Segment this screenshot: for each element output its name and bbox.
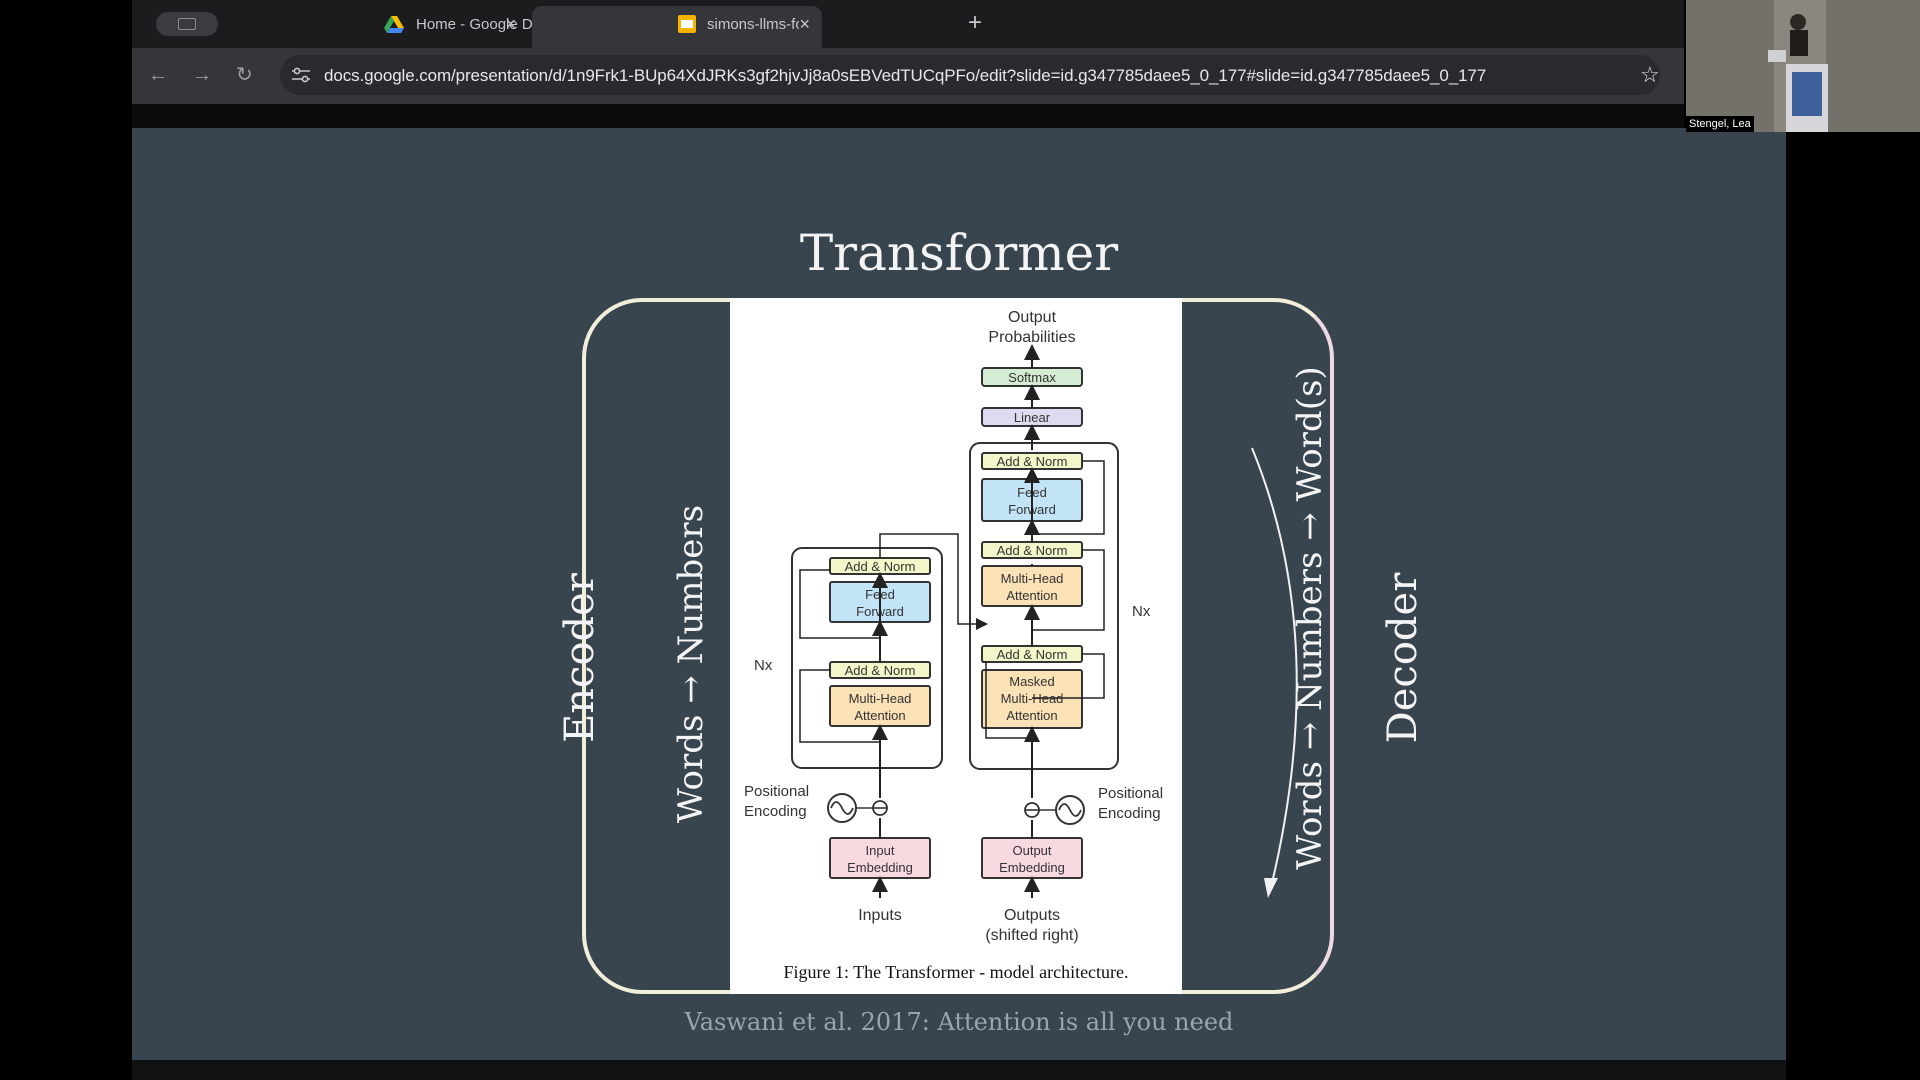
outputs-label: Outputs	[1004, 907, 1060, 924]
tab-google-drive[interactable]: Home - Google Drive ×	[244, 6, 557, 48]
google-slides-icon	[678, 15, 696, 33]
encoder-multi-head-attention: Multi-Head Attention	[829, 685, 931, 727]
decoder-add-norm-2: Add & Norm	[981, 541, 1083, 559]
participant-name: Stengel, Lea	[1686, 116, 1754, 132]
bottom-bar	[132, 1060, 1786, 1080]
transformer-figure: Output Probabilities Softmax Linear Add …	[730, 298, 1182, 994]
close-tab-icon[interactable]: ×	[799, 14, 810, 34]
decoder-positional-label: Encoding	[1098, 805, 1161, 822]
tab-slides[interactable]: simons-llms-for-hpss - Goog ×	[532, 6, 822, 48]
slide: Transformer Encoder Decoder Words → Numb…	[132, 128, 1786, 1060]
encoder-nx-label: Nx	[754, 657, 773, 674]
citation: Vaswani et al. 2017: Attention is all yo…	[684, 1008, 1234, 1036]
svg-text:Add & Norm: Add & Norm	[845, 663, 916, 678]
svg-text:Multi-Head: Multi-Head	[849, 691, 912, 706]
decoder-nx-label: Nx	[1132, 603, 1151, 620]
bookmark-star-icon[interactable]: ☆	[1640, 62, 1660, 87]
svg-text:Softmax: Softmax	[1008, 370, 1056, 385]
svg-text:Attention: Attention	[1006, 708, 1057, 723]
tab-title: simons-llms-for-hpss - Goog	[707, 16, 799, 33]
inputs-label: Inputs	[858, 907, 902, 924]
output-embedding-block: Output Embedding	[981, 837, 1083, 879]
decoder-label: Decoder	[1380, 572, 1426, 744]
decoder-masked-attention: Masked Multi-Head Attention	[981, 669, 1083, 729]
decoder-stack	[969, 442, 1119, 770]
encoder-flow-label: Words → Numbers	[671, 504, 711, 824]
decoder-positional-label: Positional	[1098, 785, 1163, 802]
output-probabilities-label: Output	[1008, 309, 1057, 326]
presenter-video-icon	[1686, 0, 1920, 132]
site-settings-icon[interactable]	[290, 66, 312, 84]
svg-text:Linear: Linear	[1014, 410, 1051, 425]
encoder-label: Encoder	[557, 573, 603, 743]
address-bar[interactable]: docs.google.com/presentation/d/1n9Frk1-B…	[280, 55, 1660, 95]
svg-text:Embedding: Embedding	[847, 860, 913, 875]
google-drive-icon	[384, 16, 404, 33]
tab-group-icon	[178, 18, 196, 30]
encoder-add-norm-1: Add & Norm	[829, 661, 931, 679]
slide-title: Transformer	[799, 224, 1119, 282]
svg-text:Input: Input	[866, 843, 895, 858]
video-thumbnail[interactable]: Stengel, Lea	[1686, 0, 1920, 132]
output-probabilities-label: Probabilities	[988, 329, 1075, 346]
close-tab-icon[interactable]: ×	[505, 14, 516, 34]
decoder-multi-head-attention: Multi-Head Attention	[981, 565, 1083, 607]
url-text: docs.google.com/presentation/d/1n9Frk1-B…	[324, 66, 1487, 85]
svg-text:Add & Norm: Add & Norm	[997, 543, 1068, 558]
toolbar: ← → ↻ docs.google.com/presentation/d/1n9…	[132, 48, 1684, 104]
encoder-add-norm-2: Add & Norm	[829, 557, 931, 575]
linear-block: Linear	[981, 407, 1083, 427]
svg-text:Add & Norm: Add & Norm	[845, 559, 916, 574]
svg-text:Output: Output	[1012, 843, 1051, 858]
svg-text:Masked: Masked	[1009, 674, 1055, 689]
figure-caption: Figure 1: The Transformer - model archit…	[783, 962, 1128, 982]
browser-window: Home - Google Drive × simons-llms-for-hp…	[132, 0, 1684, 128]
back-arrow-icon[interactable]: ←	[148, 64, 168, 86]
svg-text:Attention: Attention	[854, 708, 905, 723]
shifted-right-label: (shifted right)	[985, 927, 1078, 944]
svg-text:Multi-Head: Multi-Head	[1001, 571, 1064, 586]
reload-icon[interactable]: ↻	[236, 64, 253, 86]
svg-text:Attention: Attention	[1006, 588, 1057, 603]
forward-arrow-icon[interactable]: →	[192, 64, 212, 86]
editor-toolbar-strip	[132, 104, 1684, 128]
tab-title: Home - Google Drive	[416, 16, 557, 33]
tab-strip: Home - Google Drive × simons-llms-for-hp…	[132, 0, 1684, 48]
tab-search-button[interactable]	[156, 12, 218, 36]
encoder-positional-label: Encoding	[744, 803, 807, 820]
encoder-positional-label: Positional	[744, 783, 809, 800]
softmax-block: Softmax	[981, 367, 1083, 387]
decoder-add-norm-1: Add & Norm	[981, 645, 1083, 663]
svg-text:Add & Norm: Add & Norm	[997, 647, 1068, 662]
svg-text:Embedding: Embedding	[999, 860, 1065, 875]
input-embedding-block: Input Embedding	[829, 837, 931, 879]
svg-text:Add & Norm: Add & Norm	[997, 454, 1068, 469]
encoder-stack	[791, 547, 943, 769]
new-tab-button[interactable]: +	[968, 9, 983, 36]
decoder-curved-arrow	[1251, 447, 1298, 898]
decoder-add-norm-3: Add & Norm	[981, 452, 1083, 470]
